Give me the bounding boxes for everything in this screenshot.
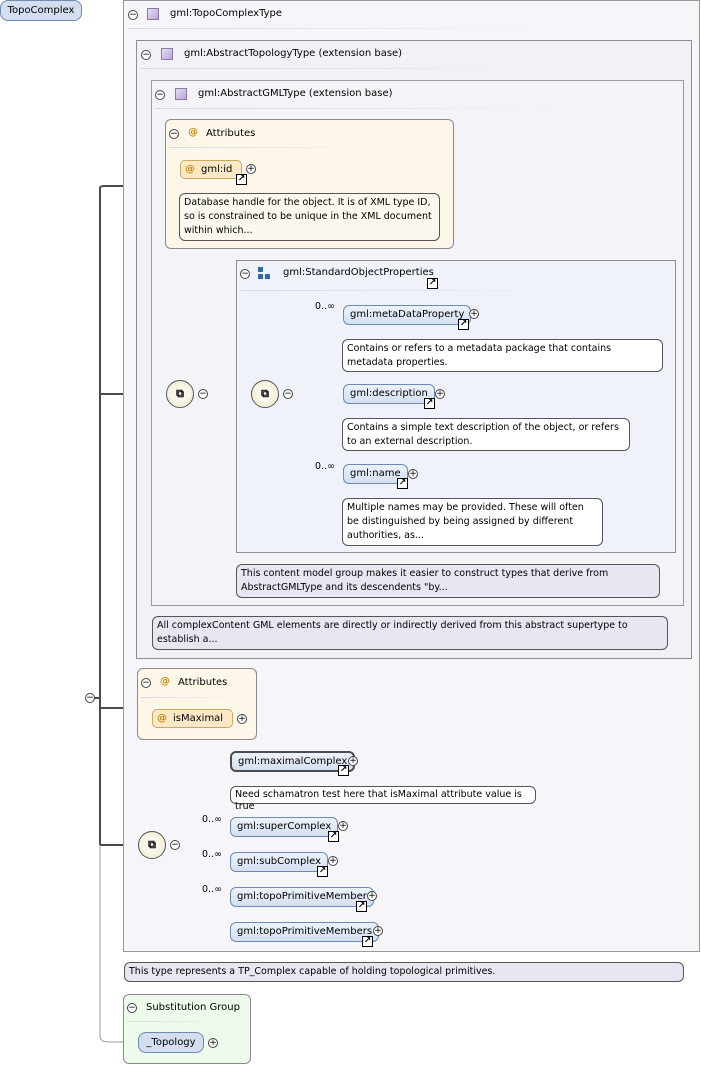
expand-icon[interactable]: + [367, 891, 377, 901]
topo-attributes-box [137, 668, 257, 740]
collapse-icon[interactable]: − [198, 389, 208, 399]
type-documentation: This type represents a TP_Complex capabl… [124, 962, 684, 982]
complex-type-title: gml:TopoComplexType [170, 8, 283, 19]
separator [155, 108, 575, 109]
abstract-gml-title: gml:AbstractGMLType (extension base) [198, 88, 393, 99]
expand-icon[interactable]: + [237, 714, 247, 724]
collapse-icon[interactable]: − [155, 90, 165, 100]
standard-object-properties-title: gml:StandardObjectProperties [283, 267, 434, 278]
collapse-icon[interactable]: − [127, 1003, 137, 1013]
element-gml-supercomplex[interactable]: gml:superComplex [230, 817, 339, 837]
collapse-icon[interactable]: − [240, 269, 250, 279]
element-label: gml:metaDataProperty [350, 309, 465, 320]
element-topology[interactable]: _Topology [138, 1032, 204, 1053]
gml-id-attribute[interactable]: @ gml:id [180, 160, 242, 179]
collapse-icon[interactable]: − [283, 389, 293, 399]
expand-icon[interactable]: + [435, 389, 445, 399]
element-label: _Topology [146, 1037, 196, 1048]
standard-object-properties-documentation: This content model group makes it easier… [236, 564, 660, 598]
collapse-icon[interactable]: − [170, 840, 180, 850]
attributes-title: Attributes [206, 128, 256, 139]
root-element-topocomplex[interactable]: TopoComplex [0, 0, 82, 21]
element-label: gml:topoPrimitiveMembers [237, 926, 373, 937]
element-label: gml:description [350, 388, 428, 399]
cardinality-label: 0..∞ [202, 884, 222, 895]
cardinality-label: 0..∞ [202, 849, 222, 860]
attribute-icon: @ [185, 164, 195, 175]
element-gml-name[interactable]: gml:name [343, 464, 408, 484]
reference-arrow-icon[interactable]: ↗ [236, 174, 247, 185]
collapse-icon[interactable]: − [169, 129, 179, 139]
element-gml-subcomplex[interactable]: gml:subComplex [230, 852, 328, 872]
expand-icon[interactable]: + [408, 469, 418, 479]
element-gml-metadataproperty[interactable]: gml:metaDataProperty [343, 305, 472, 325]
element-gml-topoprimitivemember[interactable]: gml:topoPrimitiveMember [230, 887, 374, 907]
separator [241, 290, 571, 291]
separator [128, 28, 548, 29]
element-gml-maximalcomplex[interactable]: gml:maximalComplex [230, 751, 356, 772]
collapse-icon[interactable]: − [141, 50, 151, 60]
expand-icon[interactable]: + [469, 309, 479, 319]
abstract-topology-title: gml:AbstractTopologyType (extension base… [184, 48, 403, 59]
expand-icon[interactable]: + [348, 756, 358, 766]
expand-icon[interactable]: + [246, 164, 256, 174]
gml-id-label: gml:id [201, 164, 233, 175]
reference-arrow-icon[interactable]: ↗ [458, 319, 469, 330]
separator [169, 147, 379, 148]
reference-arrow-icon[interactable]: ↗ [362, 936, 373, 947]
sequence-icon[interactable]: ⧉ [251, 380, 279, 408]
reference-arrow-icon[interactable]: ↗ [427, 278, 438, 289]
description-documentation: Contains a simple text description of th… [342, 418, 630, 451]
expand-icon[interactable]: + [373, 926, 383, 936]
expand-icon[interactable]: + [338, 821, 348, 831]
element-label: gml:subComplex [237, 856, 321, 867]
maximalcomplex-documentation: Need schamatron test here that isMaximal… [230, 786, 536, 812]
element-label: gml:topoPrimitiveMember [237, 891, 367, 902]
substitution-group-title: Substitution Group [146, 1002, 240, 1013]
gml-id-documentation: Database handle for the object. It is of… [179, 193, 440, 241]
cardinality-label: 0..∞ [202, 814, 222, 825]
cardinality-label: 0..∞ [315, 301, 335, 312]
root-element-label: TopoComplex [7, 5, 75, 16]
reference-arrow-icon[interactable]: ↗ [328, 831, 339, 842]
separator [127, 1021, 227, 1022]
sequence-icon[interactable]: ⧉ [166, 380, 194, 408]
element-label: gml:superComplex [237, 821, 332, 832]
cardinality-label: 0..∞ [315, 461, 335, 472]
expand-icon[interactable]: + [208, 1038, 218, 1048]
attribute-icon: @ [188, 127, 198, 138]
sequence-icon[interactable]: ⧉ [138, 831, 166, 859]
abstract-gml-documentation: All complexContent GML elements are dire… [152, 616, 668, 650]
reference-arrow-icon[interactable]: ↗ [397, 478, 408, 489]
attributes-title: Attributes [178, 677, 228, 688]
complex-type-icon [161, 48, 173, 60]
element-label: gml:maximalComplex [238, 756, 348, 767]
collapse-icon[interactable]: − [128, 10, 138, 20]
element-gml-topoprimitivemembers[interactable]: gml:topoPrimitiveMembers [230, 922, 380, 942]
reference-arrow-icon[interactable]: ↗ [356, 901, 367, 912]
is-maximal-label: isMaximal [173, 713, 224, 724]
complex-type-icon [147, 8, 159, 20]
element-label: gml:name [350, 468, 401, 479]
attribute-icon: @ [160, 676, 170, 687]
separator [141, 68, 561, 69]
reference-arrow-icon[interactable]: ↗ [424, 398, 435, 409]
separator [141, 697, 241, 698]
name-documentation: Multiple names may be provided. These wi… [342, 498, 603, 546]
collapse-icon[interactable]: − [141, 678, 151, 688]
metadataproperty-documentation: Contains or refers to a metadata package… [342, 339, 663, 372]
reference-arrow-icon[interactable]: ↗ [338, 765, 349, 776]
model-group-icon [258, 267, 270, 279]
is-maximal-attribute[interactable]: @ isMaximal [152, 709, 233, 728]
collapse-icon[interactable]: − [85, 693, 95, 703]
expand-icon[interactable]: + [328, 856, 338, 866]
attribute-icon: @ [157, 713, 167, 724]
element-gml-description[interactable]: gml:description [343, 384, 435, 404]
complex-type-icon [175, 88, 187, 100]
reference-arrow-icon[interactable]: ↗ [317, 866, 328, 877]
